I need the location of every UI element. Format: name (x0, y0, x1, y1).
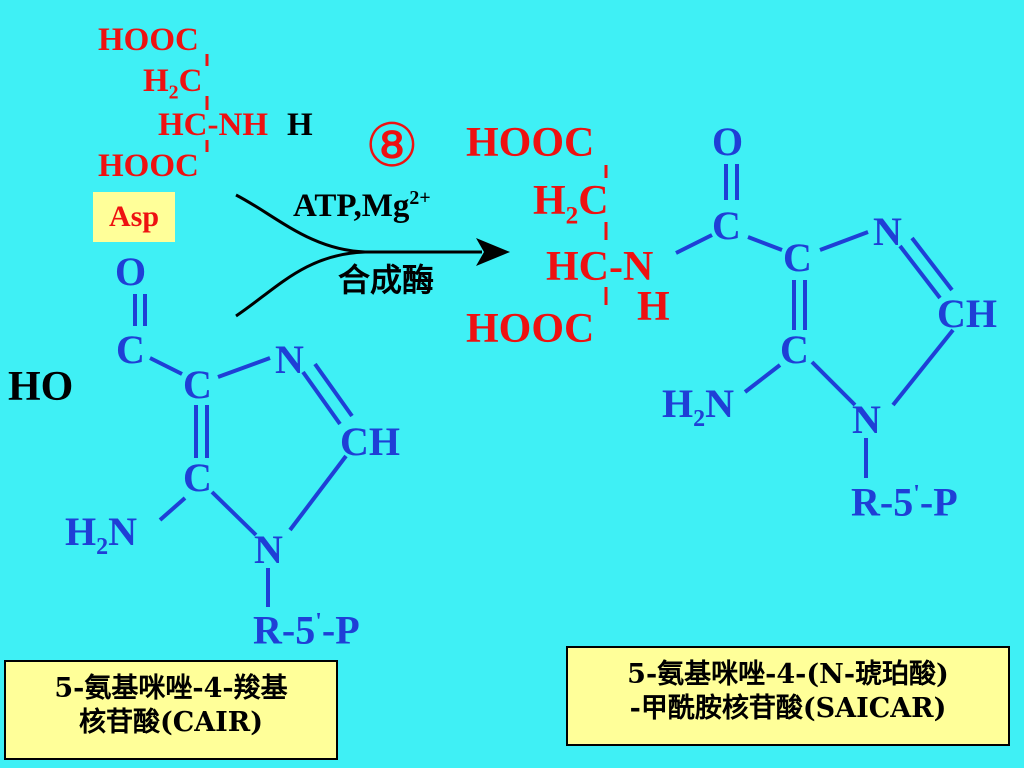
asp-hc-nh: HC-NH (158, 109, 268, 142)
cair-prime: ' (315, 609, 322, 635)
saicar-c-amide: C (712, 203, 741, 248)
cair-name-line2: 核苷酸(CAIR) (78, 706, 264, 738)
saicar-name-line1: 5-氨基咪唑-4-(N-琥珀酸) (627, 659, 949, 690)
saicar-hc-n: HC-N (546, 246, 653, 288)
cair-name-line1: 5-氨基咪唑-4-羧基 (54, 673, 288, 704)
saicar-h2c-c: C (578, 178, 609, 224)
saicar-h2n-sub: 2 (693, 406, 706, 432)
saicar-h-amide: H (637, 284, 670, 330)
asp-h2c-sub: 2 (168, 81, 179, 104)
cair-n1: N (254, 527, 283, 572)
saicar-prime: ' (913, 481, 920, 507)
asp-nh: -NH (207, 107, 269, 143)
arrow-cofactor: ATP,Mg2+ (293, 187, 431, 224)
asp-hooc-bottom: HOOC (98, 148, 199, 184)
saicar-c4: C (783, 235, 812, 280)
saicar-o: O (712, 119, 744, 164)
step-number: ⑧ (365, 111, 419, 181)
cair-o: O (115, 249, 147, 294)
asp-h2c-h: H (143, 63, 169, 99)
asp-hc: HC (158, 107, 208, 143)
cair-ch: CH (340, 419, 400, 464)
asp-label-box: Asp (93, 192, 175, 242)
cair-h2n-n: N (108, 509, 138, 554)
cair-ho: HO (8, 364, 74, 410)
saicar-hooc-top: HOOC (466, 120, 595, 166)
cair-ribose-phosphate: R-5'-P (253, 610, 360, 650)
saicar-n-amide: -N (609, 244, 654, 290)
asp-h2c-c: C (178, 63, 203, 99)
saicar-hc: HC (546, 244, 609, 290)
saicar-ribose: R-5 (851, 479, 914, 525)
saicar-n1: N (852, 397, 881, 442)
cair-n3: N (275, 337, 304, 382)
asp-hooc-top: HOOC (98, 22, 199, 58)
saicar-h2c-sub: 2 (565, 202, 579, 230)
arrow-enzyme: 合成酶 (338, 261, 435, 299)
cair-phosphate: -P (321, 607, 360, 653)
saicar-name-line2: -甲酰胺核苷酸(SAICAR) (629, 692, 947, 724)
saicar-n3: N (873, 209, 902, 254)
saicar-name-box: 5-氨基咪唑-4-(N-琥珀酸) -甲酰胺核苷酸(SAICAR) (566, 646, 1010, 746)
cair-h2n-h: H (65, 509, 97, 554)
arrow-cofactor-sup: 2+ (409, 187, 431, 209)
saicar-h2n: H2N (662, 381, 735, 432)
saicar-h2n-n: N (705, 381, 735, 426)
saicar-h2n-h: H (662, 381, 694, 426)
saicar-ch: CH (937, 291, 997, 336)
cair-h2n-sub: 2 (96, 534, 109, 560)
saicar-h2c-h: H (533, 178, 566, 224)
cair-c4: C (183, 362, 212, 407)
saicar-h2c: H2C (533, 180, 609, 229)
cair-c-carboxyl: C (116, 327, 145, 372)
saicar-hooc-bottom: HOOC (466, 306, 595, 352)
asp-extra-h: H (287, 107, 313, 143)
saicar-c5: C (780, 327, 809, 372)
cair-ribose: R-5 (253, 607, 316, 653)
arrow-cofactor-text: ATP,Mg (293, 188, 410, 224)
cair-name-box: 5-氨基咪唑-4-羧基 核苷酸(CAIR) (4, 660, 338, 760)
saicar-ribose-phosphate: R-5'-P (851, 482, 958, 522)
saicar-phosphate: -P (919, 479, 958, 525)
asp-h2c: H2C (143, 65, 202, 103)
cair-h2n: H2N (65, 509, 138, 560)
cair-c5: C (183, 455, 212, 500)
